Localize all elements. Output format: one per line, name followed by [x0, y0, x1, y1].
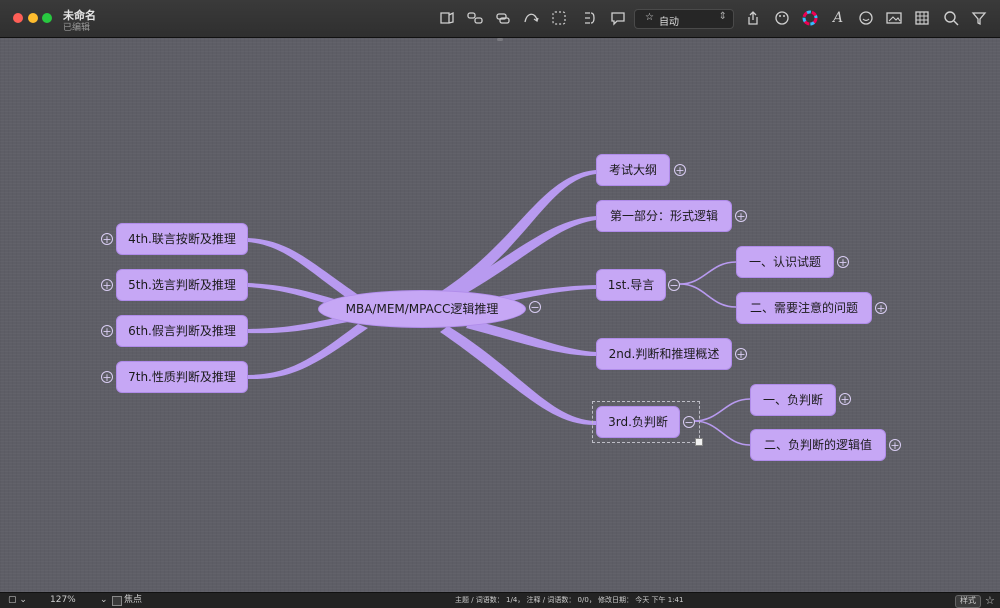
- expand-toggle-negative-2[interactable]: +: [889, 439, 901, 452]
- topic-disjunctive[interactable]: 5th.选言判断及推理: [116, 269, 248, 301]
- resize-handle[interactable]: [695, 438, 703, 446]
- star-icon[interactable]: ☆: [985, 594, 995, 607]
- canvas-drag-handle[interactable]: [497, 38, 503, 41]
- boundary-icon[interactable]: [549, 9, 569, 27]
- subtopic-intro-2[interactable]: 二、需要注意的问题: [736, 292, 872, 324]
- layout-star-icon: ☆: [645, 12, 654, 23]
- expand-toggle-intro-1[interactable]: +: [837, 256, 849, 269]
- focus-label: 焦点: [124, 595, 143, 605]
- summary-icon[interactable]: [580, 9, 600, 27]
- style-button[interactable]: 样式: [955, 595, 981, 608]
- float-topic-icon[interactable]: [493, 9, 513, 27]
- search-icon[interactable]: [941, 9, 961, 27]
- collapse-toggle-intro[interactable]: −: [668, 279, 680, 292]
- expand-toggle-overview[interactable]: +: [735, 348, 747, 361]
- topic-conjunctive[interactable]: 4th.联言按断及推理: [116, 223, 248, 255]
- focus-checkbox[interactable]: [112, 596, 122, 606]
- topic-categorical[interactable]: 7th.性质判断及推理: [116, 361, 248, 393]
- collapse-toggle-negative[interactable]: −: [683, 416, 695, 429]
- filter-icon[interactable]: [969, 9, 989, 27]
- subtopic-intro-1[interactable]: 一、认识试题: [736, 246, 834, 278]
- font-icon[interactable]: A: [832, 10, 844, 26]
- subtopic-icon[interactable]: [465, 9, 485, 27]
- document-info: 主题 / 词语数： 1/4， 注释 / 词语数： 0/0， 修改日期： 今天 下…: [455, 596, 684, 604]
- collapse-toggle-central[interactable]: −: [529, 301, 541, 314]
- document-title: 未命名: [63, 9, 96, 22]
- zoom-chevron-icon[interactable]: ⌄: [100, 595, 108, 605]
- status-bar: ▢ ⌄ 127% ⌄ 焦点 主题 / 词语数： 1/4， 注释 / 词语数： 0…: [0, 592, 1000, 608]
- central-topic[interactable]: MBA/MEM/MPACC逻辑推理: [318, 290, 526, 328]
- expand-toggle-exam-outline[interactable]: +: [674, 164, 686, 177]
- subtopic-negative-2[interactable]: 二、负判断的逻辑值: [750, 429, 886, 461]
- emoji-icon[interactable]: [856, 9, 876, 27]
- close-window-button[interactable]: [13, 13, 23, 23]
- expand-toggle-categorical[interactable]: +: [101, 371, 113, 384]
- zoom-level[interactable]: 127%: [50, 595, 76, 605]
- title-bar: 未命名 已编辑 ☆ 自动 ⇕ A: [0, 0, 1000, 38]
- topic-negative[interactable]: 3rd.负判断: [596, 406, 680, 438]
- expand-toggle-conjunctive[interactable]: +: [101, 233, 113, 246]
- zoom-window-button[interactable]: [42, 13, 52, 23]
- comment-icon[interactable]: [608, 9, 628, 27]
- subtopic-negative-1[interactable]: 一、负判断: [750, 384, 836, 416]
- expand-toggle-hypothetical[interactable]: +: [101, 325, 113, 338]
- topic-exam-outline[interactable]: 考试大纲: [596, 154, 670, 186]
- layout-select[interactable]: ☆ 自动 ⇕: [634, 9, 734, 29]
- document-status: 已编辑: [63, 23, 91, 33]
- theme-icon[interactable]: [772, 9, 792, 27]
- topic-intro[interactable]: 1st.导言: [596, 269, 666, 301]
- color-wheel-icon[interactable]: [800, 9, 820, 27]
- expand-toggle-negative-1[interactable]: +: [839, 393, 851, 406]
- table-icon[interactable]: [912, 9, 932, 27]
- topic-overview[interactable]: 2nd.判断和推理概述: [596, 338, 732, 370]
- sidebar-toggle-icon[interactable]: ▢ ⌄: [8, 595, 27, 605]
- topic-icon[interactable]: [437, 9, 457, 27]
- relationship-icon[interactable]: [521, 9, 541, 27]
- share-icon[interactable]: [743, 9, 763, 27]
- chevron-updown-icon: ⇕: [718, 11, 727, 22]
- expand-toggle-intro-2[interactable]: +: [875, 302, 887, 315]
- image-icon[interactable]: [884, 9, 904, 27]
- expand-toggle-part1[interactable]: +: [735, 210, 747, 223]
- layout-value: 自动: [659, 17, 679, 28]
- minimize-window-button[interactable]: [28, 13, 38, 23]
- expand-toggle-disjunctive[interactable]: +: [101, 279, 113, 292]
- selection-box: [592, 401, 700, 443]
- topic-hypothetical[interactable]: 6th.假言判断及推理: [116, 315, 248, 347]
- topic-part1[interactable]: 第一部分：形式逻辑: [596, 200, 732, 232]
